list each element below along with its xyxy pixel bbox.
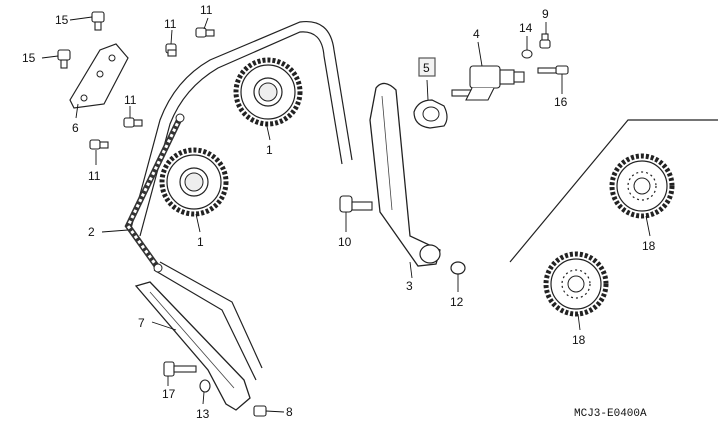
- bolt-17: [163, 361, 197, 377]
- bolt-11-a: [165, 43, 177, 57]
- cam-chain-outline: [129, 20, 353, 381]
- cam-sprocket-lower: [159, 147, 229, 217]
- guide-bracket: [69, 43, 129, 109]
- bolt-11-b: [195, 27, 215, 38]
- callout-4: 4: [473, 27, 480, 41]
- sprocket-18-lower: [543, 251, 609, 317]
- callout-5: 5: [423, 61, 430, 75]
- bolt-16: [537, 65, 569, 75]
- callout-11-c: 11: [124, 93, 137, 107]
- callout-12: 12: [450, 295, 464, 309]
- callout-18-upper: 18: [642, 239, 656, 253]
- callout-14: 14: [519, 21, 533, 35]
- gasket: [413, 99, 448, 129]
- bolt-11-c: [123, 117, 143, 128]
- callout-7: 7: [138, 316, 145, 330]
- bolt-11-d: [89, 139, 109, 150]
- callout-15-upper: 15: [55, 13, 69, 27]
- callout-10: 10: [338, 235, 352, 249]
- callout-labels: 15 15 11 11 11 11 6 1 1 2 7 17 13 8 10 3…: [22, 3, 656, 421]
- callout-17: 17: [162, 387, 176, 401]
- callout-2: 2: [88, 225, 95, 239]
- callout-13: 13: [196, 407, 210, 421]
- bolt-15-lower: [57, 49, 71, 69]
- callout-3: 3: [406, 279, 413, 293]
- washer-14: [521, 49, 533, 59]
- callout-5-box: [418, 57, 436, 77]
- callout-9: 9: [542, 7, 549, 21]
- chain-guide: [134, 281, 251, 411]
- figure-code: MCJ3-E0400A: [574, 408, 647, 420]
- callout-11-a: 11: [164, 17, 177, 31]
- washer-12: [450, 261, 466, 275]
- callout-11-b: 11: [200, 3, 213, 17]
- pivot-bolt: [339, 195, 373, 213]
- bolt-9: [539, 33, 551, 49]
- inset-divider-line: [509, 119, 718, 263]
- callout-1-lower: 1: [197, 235, 204, 249]
- bolt-15-upper: [91, 11, 105, 31]
- callout-16: 16: [554, 95, 568, 109]
- leader-lines: [41, 16, 651, 413]
- timing-chain: [124, 113, 185, 273]
- callout-1-upper: 1: [266, 143, 273, 157]
- callout-6: 6: [72, 121, 79, 135]
- cam-sprocket-upper: [233, 57, 303, 127]
- sprocket-18-upper: [609, 153, 675, 219]
- callout-18-lower: 18: [572, 333, 586, 347]
- bolt-8: [253, 405, 267, 417]
- callout-11-d: 11: [88, 169, 101, 183]
- callout-8: 8: [286, 405, 293, 419]
- tensioner-arm: [369, 82, 441, 267]
- callout-15-lower: 15: [22, 51, 36, 65]
- tensioner-lifter: [451, 65, 525, 101]
- washer-13: [199, 379, 211, 393]
